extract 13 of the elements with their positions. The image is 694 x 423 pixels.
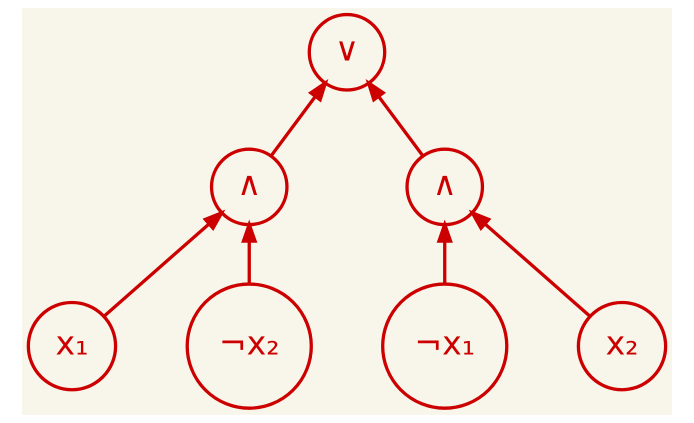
arrow: [436, 220, 453, 284]
arrow: [270, 78, 328, 158]
node-circle: ∧: [405, 148, 484, 226]
node-circle: x₁: [26, 300, 118, 392]
node-circle: ∧: [210, 148, 289, 226]
arrow: [366, 78, 424, 158]
node-circle: ¬x₂: [186, 282, 313, 410]
arrow: [241, 220, 258, 284]
node-circle: x₂: [576, 300, 668, 392]
arrow: [103, 210, 226, 318]
node-circle: ∨: [308, 12, 386, 92]
node-circle: ¬x₁: [381, 282, 508, 410]
arrow: [468, 210, 591, 318]
